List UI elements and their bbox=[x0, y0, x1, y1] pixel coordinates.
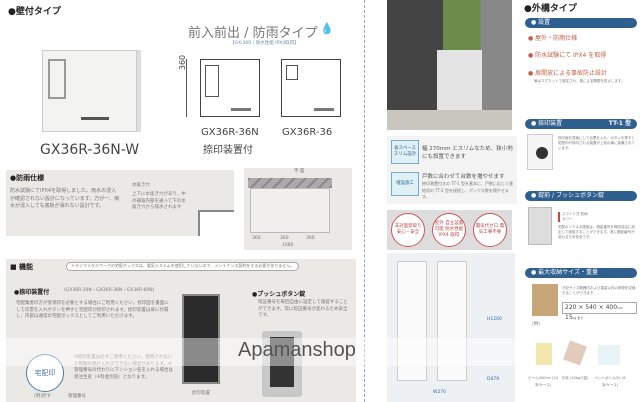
install-note: 扉はマグネットで固定され、風による開閉を防止します。 bbox=[534, 79, 625, 83]
stamp-text: 宅配業者の方が受領印を必要とする場合にご利用ください。捺印面を書面にして伝票を入… bbox=[16, 301, 169, 319]
drain-text: 上下に水抜き穴があり、中の補強内部を通って下の水抜き穴から排水されます bbox=[132, 192, 186, 210]
example-item: お米 (10kg/1袋) bbox=[561, 376, 589, 380]
beer-icon bbox=[536, 343, 552, 365]
plan-title: 平 面 bbox=[294, 169, 305, 174]
plan-dim: 360 bbox=[280, 236, 289, 241]
plan-dim: 360 bbox=[306, 236, 315, 241]
divider bbox=[364, 0, 365, 402]
seal-caption: (例)捺す bbox=[34, 394, 52, 399]
rain-spec-panel: ●防雨仕様 防水試験にてIPX4を取得しました。雨水の浸入が確認されない設計にな… bbox=[6, 170, 234, 236]
add-title: 戸数に合わせて台数を増やせます bbox=[422, 174, 505, 180]
type-title: 前入前出 / 防雨タイプ bbox=[188, 26, 318, 41]
model-b: GX36R-36 bbox=[282, 127, 333, 138]
stamp-title: ●捺印装置付 bbox=[14, 289, 50, 296]
plan-dim: 360 bbox=[252, 236, 261, 241]
stamp-header: ● 捺印装置 TT-1 型 bbox=[525, 119, 637, 129]
stamp-header-label: ● 捺印装置 bbox=[531, 120, 563, 127]
dim-d: D479 bbox=[487, 377, 500, 382]
feature-panel: 省スペース スリム設計 幅 270mm とスリムなため、狭小地にも設置できます … bbox=[387, 136, 517, 204]
add-tag: 増設施工 bbox=[391, 172, 419, 196]
badge: 電気代ゼロ 電気工事不要 bbox=[473, 213, 507, 247]
push-text: 暗証番号を毎回自由に設定して施錠することができます。常に暗証番号が変わるため安全… bbox=[258, 300, 348, 318]
lock-photo bbox=[528, 207, 552, 245]
size-spec: 220 × 540 × 400mm 15kg まで bbox=[562, 302, 637, 321]
install-item: ● 屋外・防雨仕様 bbox=[528, 35, 578, 42]
badge: 非対面受取り 安心・安全 bbox=[391, 213, 425, 247]
drain-label: 水抜き穴 bbox=[132, 183, 150, 188]
example-item: ビール/500ml (24本/ケース) bbox=[528, 376, 558, 387]
features-note: ＊タジマメタルワークの宅配ボックスは、電気システムを使用していないので、メンテナ… bbox=[66, 262, 300, 271]
stamp-models: (GX36R-30N・GX36R-36N・GX36R-60N) bbox=[64, 288, 155, 293]
example-item: ペットボトル/2L (6本/ケース) bbox=[594, 376, 626, 387]
main-model: GX36R-36N-W bbox=[40, 142, 140, 158]
stamp-desc: 捺印面を書面にして伝票を入れ、ボタンを押すと宅配印が捺印される装置が上段の扉に装… bbox=[558, 136, 635, 150]
diagram-model-a bbox=[200, 59, 260, 117]
size-weight: 15 bbox=[565, 314, 573, 321]
push-lock-photo bbox=[262, 331, 302, 397]
device-label: 捺印装置 bbox=[192, 391, 210, 396]
section-title: ●壁付タイプ bbox=[8, 7, 61, 17]
install-header: ● 設置 bbox=[525, 18, 637, 28]
watermark-band bbox=[0, 338, 640, 366]
features-title: ■ 機能 bbox=[10, 263, 34, 271]
dim-h: H1260 bbox=[487, 317, 502, 322]
stamp-note: ※捺印装置は必ずご使用ください。使用されないと荷物の預け入れができない場合があり… bbox=[74, 355, 173, 380]
install-item: ● 防水試験にて IPX4 を取得 bbox=[528, 52, 607, 59]
size-dims: 220 × 540 × 400 bbox=[565, 304, 618, 311]
plan-total: 1080 bbox=[282, 243, 294, 248]
dim-w: W270 bbox=[433, 390, 447, 395]
add-text: 捺印装置付きの TT-1 型を基本に、戸数に応じて連結用の TT-2 型を接続し… bbox=[422, 181, 513, 199]
badge: 屋外 自立設置可能 防水性能 IPX4 取得 bbox=[432, 213, 466, 247]
diagram-model-b bbox=[281, 59, 341, 117]
bottles-icon bbox=[598, 345, 620, 365]
box-icon bbox=[532, 284, 558, 316]
rain-text: 防水試験にてIPX4を取得しました。雨水の浸入が確認されない設計になっています。… bbox=[10, 188, 120, 209]
stamp-model: TT-1 型 bbox=[608, 120, 631, 127]
tower-units-photo: H1260 W270 D479 bbox=[387, 253, 515, 402]
watermark: Apamanshop bbox=[238, 339, 356, 361]
features-panel: ■ 機能 ＊タジマメタルワークの宅配ボックスは、電気システムを使用していないので… bbox=[6, 259, 356, 402]
seal-label: 管理番号 bbox=[68, 394, 86, 399]
model-a: GX36R-36N bbox=[201, 127, 259, 138]
slim-tag: 省スペース スリム設計 bbox=[391, 140, 419, 164]
slim-text: 幅 270mm とスリムなため、狭小地にも設置できます bbox=[422, 146, 513, 160]
tt1-photo bbox=[527, 134, 553, 170]
weight-unit: kg まで bbox=[572, 316, 584, 320]
rain-title: ●防雨仕様 bbox=[10, 174, 45, 182]
size-header: ● 最大収納サイズ・重量 bbox=[525, 268, 637, 278]
seal-stamp: 宅配印 bbox=[26, 354, 64, 392]
stamp-device-photo bbox=[182, 294, 220, 384]
size-desc: 下記サイズ範囲内および重量以内の荷物を収納することができます。 bbox=[562, 286, 636, 295]
plan-diagram: 平 面 360 360 360 1080 bbox=[244, 168, 352, 250]
badge-row: 非対面受取り 安心・安全 屋外 自立設置可能 防水性能 IPX4 取得 電気代ゼ… bbox=[387, 210, 512, 250]
install-item: ● 扉開放による事故防止設計 bbox=[528, 70, 607, 77]
exterior-title: ●外構タイプ bbox=[524, 4, 577, 14]
lock-header: ● 錠前 / プッシュボタン錠 bbox=[525, 191, 637, 201]
product-photo-wall-box bbox=[42, 50, 137, 132]
size-unit: mm bbox=[617, 306, 623, 310]
example-label: (例) bbox=[532, 322, 541, 327]
lock-cover: スライド式 防雨カバー bbox=[558, 212, 588, 222]
outdoor-photo bbox=[387, 0, 512, 130]
lock-desc: 宅配ボックスの施錠は、暗証番号を毎回自由に設定して施錠することができます。常に暗… bbox=[558, 225, 635, 239]
raindrop-icon: 💧 bbox=[320, 22, 334, 35]
type-subtitle: 【GX-36R / 防水性能 IPX4取得】 bbox=[230, 41, 299, 46]
model-a-sub: 捺印装置付 bbox=[203, 145, 253, 156]
push-title: ●プッシュボタン錠 bbox=[252, 291, 306, 298]
